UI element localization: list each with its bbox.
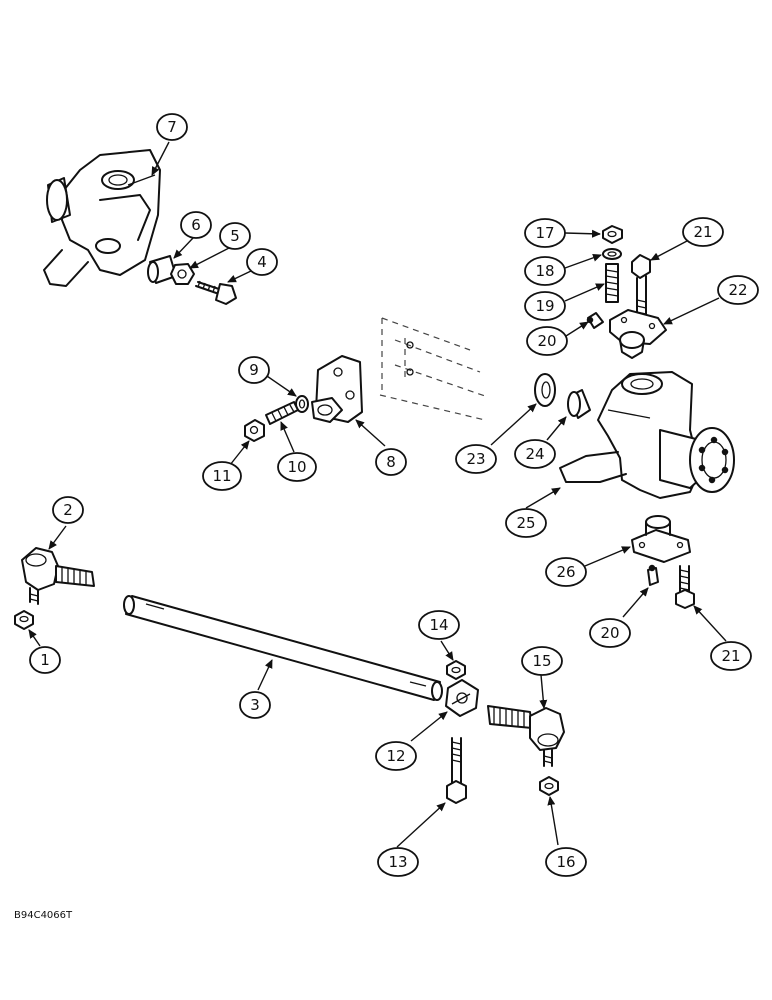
callout-4: 4 xyxy=(246,248,278,276)
callout-24: 24 xyxy=(514,439,556,469)
nut xyxy=(170,263,195,285)
lock-washer xyxy=(602,248,622,260)
callout-19: 19 xyxy=(524,291,566,321)
tie-rod-tube xyxy=(123,595,443,701)
bolt-lower xyxy=(675,565,695,609)
callout-label: 13 xyxy=(388,853,407,871)
callout-12: 12 xyxy=(375,741,417,771)
callout-label: 4 xyxy=(257,253,267,271)
callout-25: 25 xyxy=(505,508,547,538)
leader-lines xyxy=(28,141,727,848)
callout-label: 21 xyxy=(693,223,712,241)
callout-21-lower: 21 xyxy=(710,641,752,671)
callout-label: 18 xyxy=(535,262,554,280)
callout-label: 17 xyxy=(535,224,554,242)
callout-7: 7 xyxy=(156,113,188,141)
mounting-bracket xyxy=(311,355,363,423)
callout-label: 3 xyxy=(250,696,260,714)
callout-5: 5 xyxy=(219,222,251,250)
clamp-nut xyxy=(446,660,466,680)
callout-14: 14 xyxy=(418,610,460,640)
callout-10: 10 xyxy=(277,452,317,482)
bushing xyxy=(147,255,177,284)
bolt xyxy=(195,280,237,305)
grease-fitting-lower xyxy=(647,564,659,586)
callout-8: 8 xyxy=(375,448,407,476)
nut-small xyxy=(244,419,265,442)
callout-15: 15 xyxy=(521,646,563,676)
tie-rod-nut-left xyxy=(14,610,34,630)
callout-label: 21 xyxy=(721,647,740,665)
callout-label: 20 xyxy=(537,332,556,350)
callout-2: 2 xyxy=(52,496,84,524)
frame-outline xyxy=(379,317,486,421)
kingpin-cap-upper xyxy=(609,309,667,359)
steering-knuckle-left xyxy=(43,149,161,287)
kingpin-cap-lower xyxy=(631,515,691,563)
drawing-code: B94C4066T xyxy=(14,910,73,921)
callout-label: 16 xyxy=(556,853,575,871)
callout-6: 6 xyxy=(180,211,212,239)
callout-26: 26 xyxy=(545,557,587,587)
callout-22: 22 xyxy=(717,275,759,305)
clamp-bolt xyxy=(446,737,467,804)
callout-20-lower: 20 xyxy=(589,618,631,648)
callout-13: 13 xyxy=(377,847,419,877)
seal xyxy=(534,373,556,407)
callout-9: 9 xyxy=(238,356,270,384)
callout-label: 1 xyxy=(40,651,50,669)
callout-20-upper: 20 xyxy=(526,326,568,356)
callout-label: 2 xyxy=(63,501,73,519)
tie-rod-clamp xyxy=(445,679,479,717)
callout-label: 20 xyxy=(600,624,619,642)
tie-rod-end-left xyxy=(21,547,95,605)
callout-1: 1 xyxy=(29,646,61,674)
callout-3: 3 xyxy=(239,691,271,719)
tie-rod-nut-right xyxy=(539,776,559,796)
callout-label: 22 xyxy=(728,281,747,299)
callout-label: 10 xyxy=(287,458,306,476)
grease-fitting-upper xyxy=(586,312,604,329)
callout-label: 7 xyxy=(167,118,177,136)
nut-top xyxy=(602,225,623,244)
callout-11: 11 xyxy=(202,461,242,491)
callout-label: 8 xyxy=(386,453,396,471)
bushing-right xyxy=(567,389,591,419)
callout-17: 17 xyxy=(524,218,566,248)
callout-label: 6 xyxy=(191,216,201,234)
callout-18: 18 xyxy=(524,256,566,286)
steering-knuckle-right xyxy=(559,371,735,499)
callout-label: 25 xyxy=(516,514,535,532)
callout-label: 19 xyxy=(535,297,554,315)
callout-label: 14 xyxy=(429,616,448,634)
callout-23: 23 xyxy=(455,444,497,474)
tie-rod-end-right xyxy=(487,705,565,767)
callout-label: 26 xyxy=(556,563,575,581)
callout-label: 23 xyxy=(466,450,485,468)
callout-label: 11 xyxy=(212,467,231,485)
threaded-stud xyxy=(265,401,299,425)
callout-16: 16 xyxy=(545,847,587,877)
bolt-upper xyxy=(631,254,651,319)
callout-label: 9 xyxy=(249,361,259,379)
callout-label: 5 xyxy=(230,227,240,245)
stud xyxy=(605,263,619,303)
callout-label: 24 xyxy=(525,445,544,463)
callout-21-upper: 21 xyxy=(682,217,724,247)
callout-label: 12 xyxy=(386,747,405,765)
callout-label: 15 xyxy=(532,652,551,670)
